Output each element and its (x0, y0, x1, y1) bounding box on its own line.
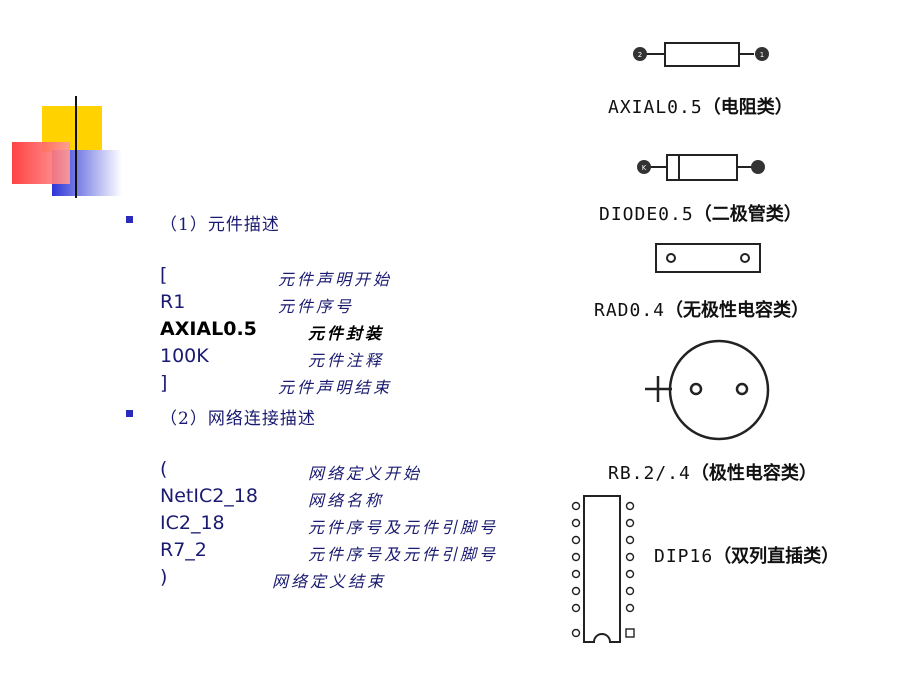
nonpolar-capacitor-footprint-icon (655, 243, 761, 273)
package-name: DIODE0.5 (599, 204, 694, 225)
package-desc: （无极性电容类） (665, 300, 810, 321)
package-desc: （双列直插类） (713, 546, 840, 567)
code-line: R7_2 (160, 539, 207, 561)
code-note: 网络定义开始 (308, 464, 423, 483)
package-label-diode: DIODE0.5（二极管类） (599, 200, 802, 226)
section-heading-component: （1）元件描述 (160, 215, 280, 235)
code-line: [ (160, 264, 168, 286)
code-note: 网络名称 (308, 491, 385, 510)
package-label-rb: RB.2/.4（极性电容类） (608, 459, 817, 485)
code-note: 元件序号及元件引脚号 (308, 545, 499, 564)
code-note: 元件声明结束 (278, 378, 393, 397)
code-line: 100K (160, 345, 209, 367)
pin-label: 1 (760, 51, 764, 59)
pin-label: K (642, 164, 647, 172)
package-label-rad: RAD0.4（无极性电容类） (594, 296, 809, 322)
code-note: 元件注释 (308, 351, 385, 370)
section-heading-net: （2）网络连接描述 (160, 409, 316, 429)
code-note: 元件序号及元件引脚号 (308, 518, 499, 537)
polar-capacitor-footprint-icon (645, 339, 770, 441)
code-note: 元件序号 (278, 297, 355, 316)
package-name: DIP16 (654, 546, 714, 567)
code-line-highlight: AXIAL0.5 (160, 318, 257, 340)
code-line: R1 (160, 291, 186, 313)
package-label-axial: AXIAL0.5（电阻类） (608, 93, 793, 119)
dip16-footprint-icon (571, 495, 635, 643)
code-note-highlight: 元件封装 (308, 324, 385, 343)
package-label-dip: DIP16（双列直插类） (654, 542, 839, 568)
package-name: AXIAL0.5 (608, 97, 703, 118)
resistor-axial-footprint-icon: 2 1 (633, 42, 769, 67)
code-line: IC2_18 (160, 512, 225, 534)
code-note: 元件声明开始 (278, 270, 393, 289)
bullet-icon (126, 410, 133, 417)
code-note: 网络定义结束 (272, 572, 387, 591)
diode-footprint-icon: K (637, 154, 765, 181)
code-line: ( (160, 458, 168, 480)
code-line: ] (160, 372, 168, 394)
package-desc: （二极管类） (693, 204, 802, 225)
package-desc: （电阻类） (702, 97, 793, 118)
package-name: RAD0.4 (594, 300, 666, 321)
package-desc: （极性电容类） (690, 463, 817, 484)
code-line: NetIC2_18 (160, 485, 258, 507)
bullet-icon (126, 216, 133, 223)
package-name: RB.2/.4 (608, 463, 691, 484)
pin-label: 2 (638, 51, 642, 59)
code-line: ) (160, 566, 168, 588)
